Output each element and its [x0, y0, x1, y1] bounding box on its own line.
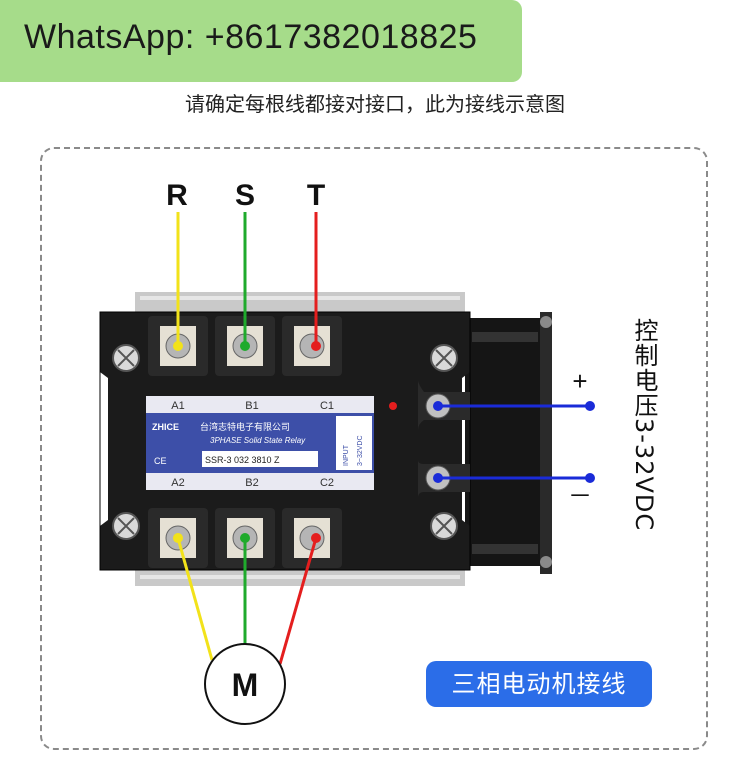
model-number: SSR-3 032 3810 Z: [205, 455, 280, 465]
phase-label-t: T: [307, 179, 325, 212]
product-name: 3PHASE Solid State Relay: [210, 436, 306, 445]
ce-mark: CE: [154, 456, 167, 466]
wiring-instruction: 请确定每根线都接对接口，此为接线示意图: [185, 92, 565, 116]
wire-motor-c: [278, 537, 318, 665]
phase-label-s: S: [235, 179, 255, 212]
motor-label: M: [232, 667, 259, 703]
input-title: INPUT: [343, 444, 350, 466]
terminal-label-a2: A2: [171, 477, 184, 489]
wire-motor-a: [176, 537, 214, 661]
brand-logo: ZHICE: [152, 422, 179, 432]
input-range: 3~32VDC: [357, 435, 364, 466]
cooling-fan: [465, 312, 552, 574]
heatsink: [135, 292, 465, 586]
terminal-label-c2: C2: [320, 477, 334, 489]
terminal-label-a1: A1: [171, 400, 184, 412]
terminal-label-c1: C1: [320, 400, 334, 412]
mounting-screw-icons: [112, 344, 458, 540]
status-led-icon: [389, 402, 397, 410]
three-phase-motor-wiring-tag: 三相电动机接线: [426, 661, 652, 707]
control-plus-sign: +: [572, 366, 587, 396]
motor-icon: [204, 643, 286, 725]
diagram-frame: [40, 147, 708, 750]
whatsapp-contact-text: WhatsApp: +8617382018825: [24, 18, 478, 56]
company-name: 台湾志特电子有限公司: [200, 421, 290, 433]
terminal-label-b1: B1: [245, 400, 258, 412]
relay-label-plate: [146, 396, 374, 490]
whatsapp-banner: WhatsApp: +8617382018825: [0, 0, 522, 82]
phase-label-r: R: [166, 179, 188, 212]
terminal-label-b2: B2: [245, 477, 258, 489]
control-minus-sign: －: [568, 482, 592, 510]
control-voltage-label: 控制电压3-32VDC: [630, 318, 658, 532]
